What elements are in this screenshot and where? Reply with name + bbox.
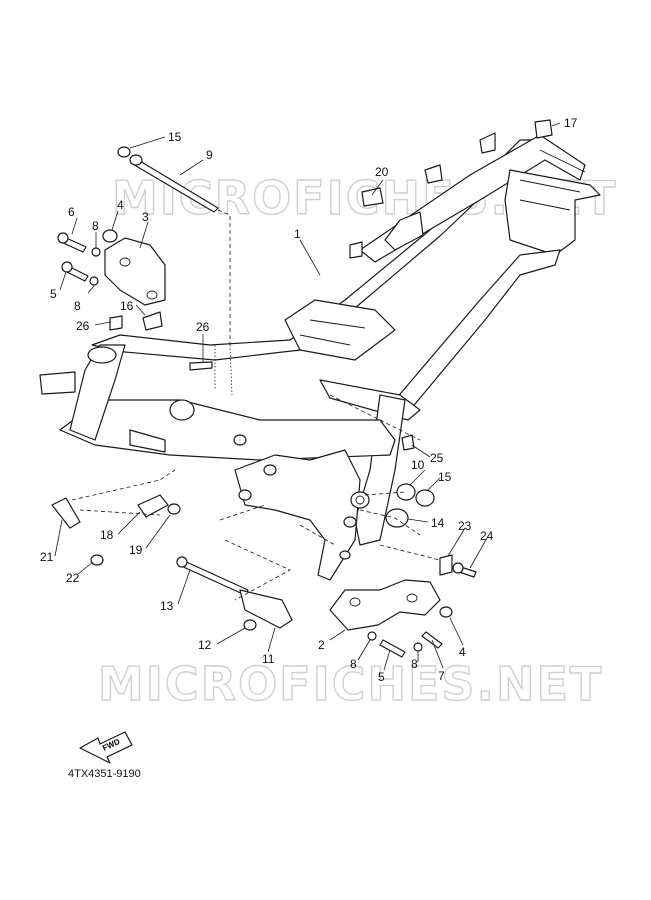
callout-10: 10 [411,458,425,472]
callout-9: 9 [206,148,213,162]
callout-20: 20 [375,165,389,179]
callout-8-upper-a: 8 [92,219,99,233]
callout-11: 11 [262,652,275,666]
callout-18: 18 [100,528,114,542]
callout-3: 3 [142,210,149,224]
callout-23: 23 [458,519,472,533]
engine-bracket-3 [104,237,166,306]
callout-15-top: 15 [168,130,182,144]
callout-15-right: 15 [438,470,452,484]
callout-7: 7 [438,669,445,683]
engine-bracket-2 [329,579,441,631]
callout-22: 22 [66,571,80,585]
callout-8-lower-a: 8 [350,657,357,671]
callout-2: 2 [318,638,325,652]
callout-26-left: 26 [76,319,90,333]
assembly-lines [71,209,441,601]
diagram-code: 4TX4351-9190 [68,768,141,780]
callout-5-upper: 5 [50,287,57,301]
fwd-arrow: FWD [79,731,133,764]
callout-26-center: 26 [196,320,210,334]
callout-14: 14 [431,516,445,530]
callout-4-lower: 4 [459,645,466,659]
callout-5-lower: 5 [378,670,385,684]
callout-21: 21 [40,550,54,564]
callout-25: 25 [430,451,444,465]
leader-lines [54,122,561,671]
callout-numbers: 15 9 17 20 1 6 4 3 8 5 8 16 26 26 25 10 … [40,116,578,684]
fasteners [51,119,553,658]
callout-8-upper-b: 8 [74,299,81,313]
callout-12: 12 [198,638,212,652]
callout-6: 6 [68,205,75,219]
callout-13: 13 [160,599,174,613]
callout-4-upper: 4 [117,198,124,212]
callout-1: 1 [294,227,301,241]
main-frame [39,132,601,581]
callout-16: 16 [120,299,134,313]
watermark-bottom: MICROFICHES.NET [98,657,603,711]
callout-8-lower-b: 8 [411,657,418,671]
callout-17: 17 [564,116,578,130]
callout-19: 19 [129,543,143,557]
callout-24: 24 [480,529,494,543]
